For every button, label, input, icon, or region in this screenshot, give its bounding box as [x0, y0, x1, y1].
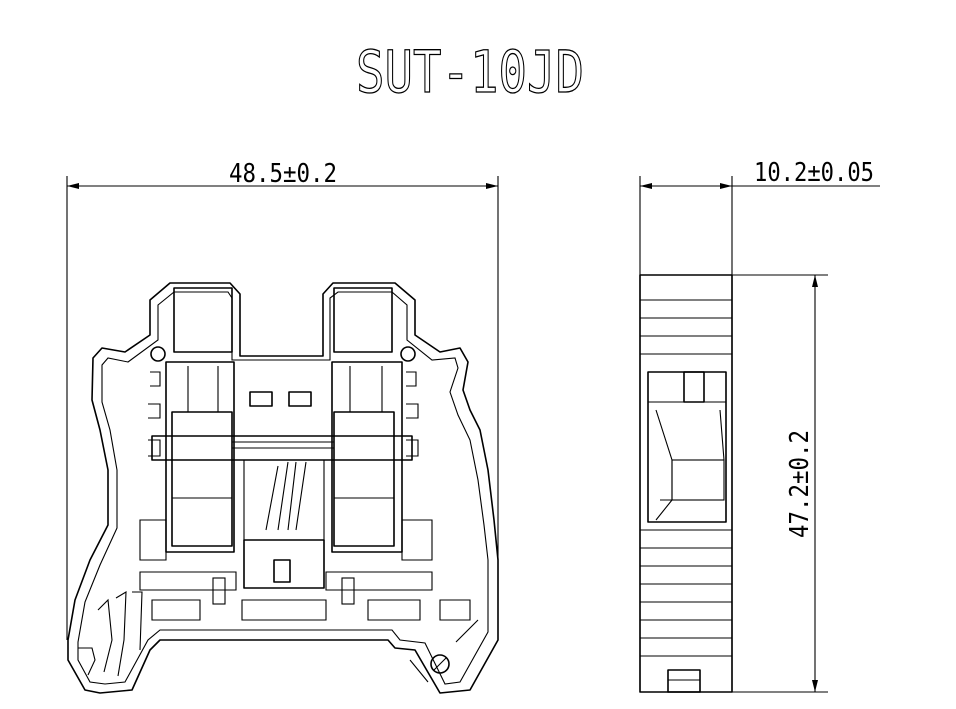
left-clamp	[171, 411, 233, 547]
thickness-dimension-label: 10.2±0.05	[754, 158, 874, 188]
right-clamp	[333, 411, 395, 547]
terminal-body-inner	[77, 291, 489, 685]
width-dimension: 48.5±0.2	[66, 159, 499, 640]
left-clamp-housing	[165, 361, 235, 553]
latch-window	[273, 559, 291, 583]
side-body-bands	[640, 299, 732, 657]
side-view: 10.2±0.05 47.2±0.2	[639, 158, 880, 693]
left-screw-window	[173, 287, 233, 353]
left-peg	[212, 577, 226, 605]
left-foot-hooks	[78, 591, 143, 677]
height-dimension-label: 47.2±0.2	[785, 430, 815, 538]
right-clamp-housing	[331, 361, 403, 553]
right-peg	[341, 577, 355, 605]
right-side-hole	[400, 346, 416, 362]
height-dimension: 47.2±0.2	[732, 274, 828, 693]
center-spring	[243, 460, 325, 541]
left-side-hole	[150, 346, 166, 362]
thickness-dimension: 10.2±0.05	[639, 158, 880, 690]
foot-screw	[430, 654, 450, 674]
side-bottom-notch	[667, 669, 701, 693]
left-rib	[148, 371, 161, 457]
side-screw-head	[683, 371, 705, 403]
front-view: 48.5±0.2	[66, 159, 499, 694]
bus-bar	[151, 435, 413, 461]
right-marker-slot	[288, 391, 312, 407]
left-marker-slot	[249, 391, 273, 407]
side-body-outline	[639, 274, 733, 693]
right-screw-window	[333, 287, 393, 353]
lower-cavities	[139, 519, 471, 621]
drawing-title: SUT-10JD	[356, 38, 584, 106]
center-latch	[243, 539, 325, 589]
width-dimension-label: 48.5±0.2	[229, 159, 337, 189]
terminal-body-outline	[67, 282, 499, 694]
side-clamp-cavity	[648, 401, 726, 521]
